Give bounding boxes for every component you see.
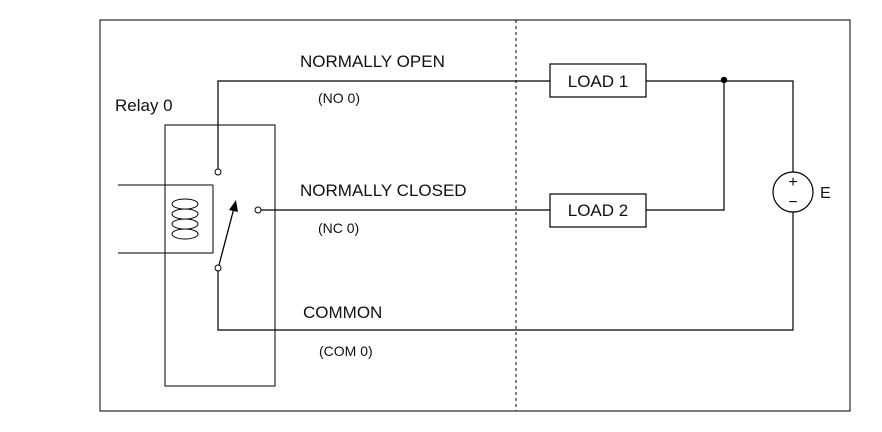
com-code-label: (COM 0) — [319, 343, 373, 359]
load2-label: LOAD 2 — [568, 201, 628, 220]
load2-to-junction-wire — [646, 80, 725, 211]
switch-arrow-icon — [229, 200, 238, 212]
source-minus-sign: − — [788, 194, 797, 211]
normally-open-label: NORMALLY OPEN — [300, 52, 445, 71]
load1-label: LOAD 1 — [568, 72, 628, 91]
nc-contact-terminal — [254, 206, 262, 214]
no-contact-terminal — [214, 168, 222, 176]
relay-coil — [171, 198, 199, 240]
relay-label: Relay 0 — [115, 96, 173, 115]
normally-closed-label: NORMALLY CLOSED — [300, 181, 467, 200]
com-wire — [217, 212, 794, 331]
voltage-source — [772, 171, 814, 213]
no-wire — [217, 80, 550, 170]
no-code-label: (NO 0) — [318, 90, 360, 106]
common-label: COMMON — [303, 303, 382, 322]
com-contact-terminal — [214, 264, 222, 272]
nc-code-label: (NC 0) — [318, 220, 359, 236]
source-plus-sign: + — [788, 174, 797, 191]
switch-blade — [218, 207, 235, 266]
source-label: E — [820, 185, 831, 202]
relay-body — [164, 124, 276, 387]
load1-to-source-wire — [646, 80, 794, 172]
outer-frame — [99, 19, 851, 412]
